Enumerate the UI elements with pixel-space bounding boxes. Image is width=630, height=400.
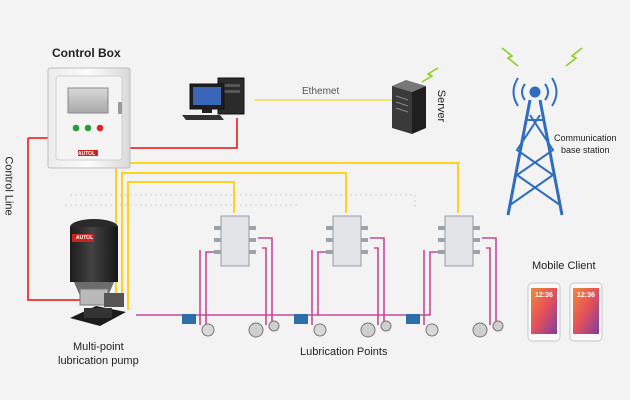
server-icon xyxy=(392,80,426,134)
phone-icon xyxy=(527,282,603,342)
control-box xyxy=(47,67,131,169)
pump-label: Multi-point lubrication pump xyxy=(58,340,139,368)
communication-label-line1: Communication xyxy=(554,133,617,143)
control-box-label: Control Box xyxy=(52,46,121,60)
control-box-brand: AUTOL xyxy=(78,151,96,157)
computer-icon xyxy=(182,77,245,120)
control-line-label: Control Line xyxy=(2,156,15,216)
mobile-client-label: Mobile Client xyxy=(532,260,596,272)
network-line-wire xyxy=(126,118,238,149)
signal-icon xyxy=(421,47,583,83)
phone-time-2: 12:36 xyxy=(577,292,595,299)
lubrication-points-label: Lubrication Points xyxy=(300,346,388,358)
dotted-guides xyxy=(65,194,416,210)
lubrication-pump xyxy=(70,219,126,326)
ethernet-label: Ethemet xyxy=(302,86,340,97)
communication-label-line2: base station xyxy=(560,145,610,155)
phone-time-1: 12:36 xyxy=(535,292,553,299)
tower-icon xyxy=(506,77,564,216)
server-label: Server xyxy=(435,89,448,123)
yellow-lines xyxy=(115,162,459,310)
pump-label-line2: lubrication pump xyxy=(58,355,139,367)
pink-lines xyxy=(136,237,497,330)
communication-label: Communication base station xyxy=(554,132,617,156)
pump-label-line1: Multi-point xyxy=(72,341,124,353)
sensor-icon xyxy=(182,314,504,338)
pump-brand: AUTOL xyxy=(76,235,94,241)
valve-icon xyxy=(220,215,474,267)
